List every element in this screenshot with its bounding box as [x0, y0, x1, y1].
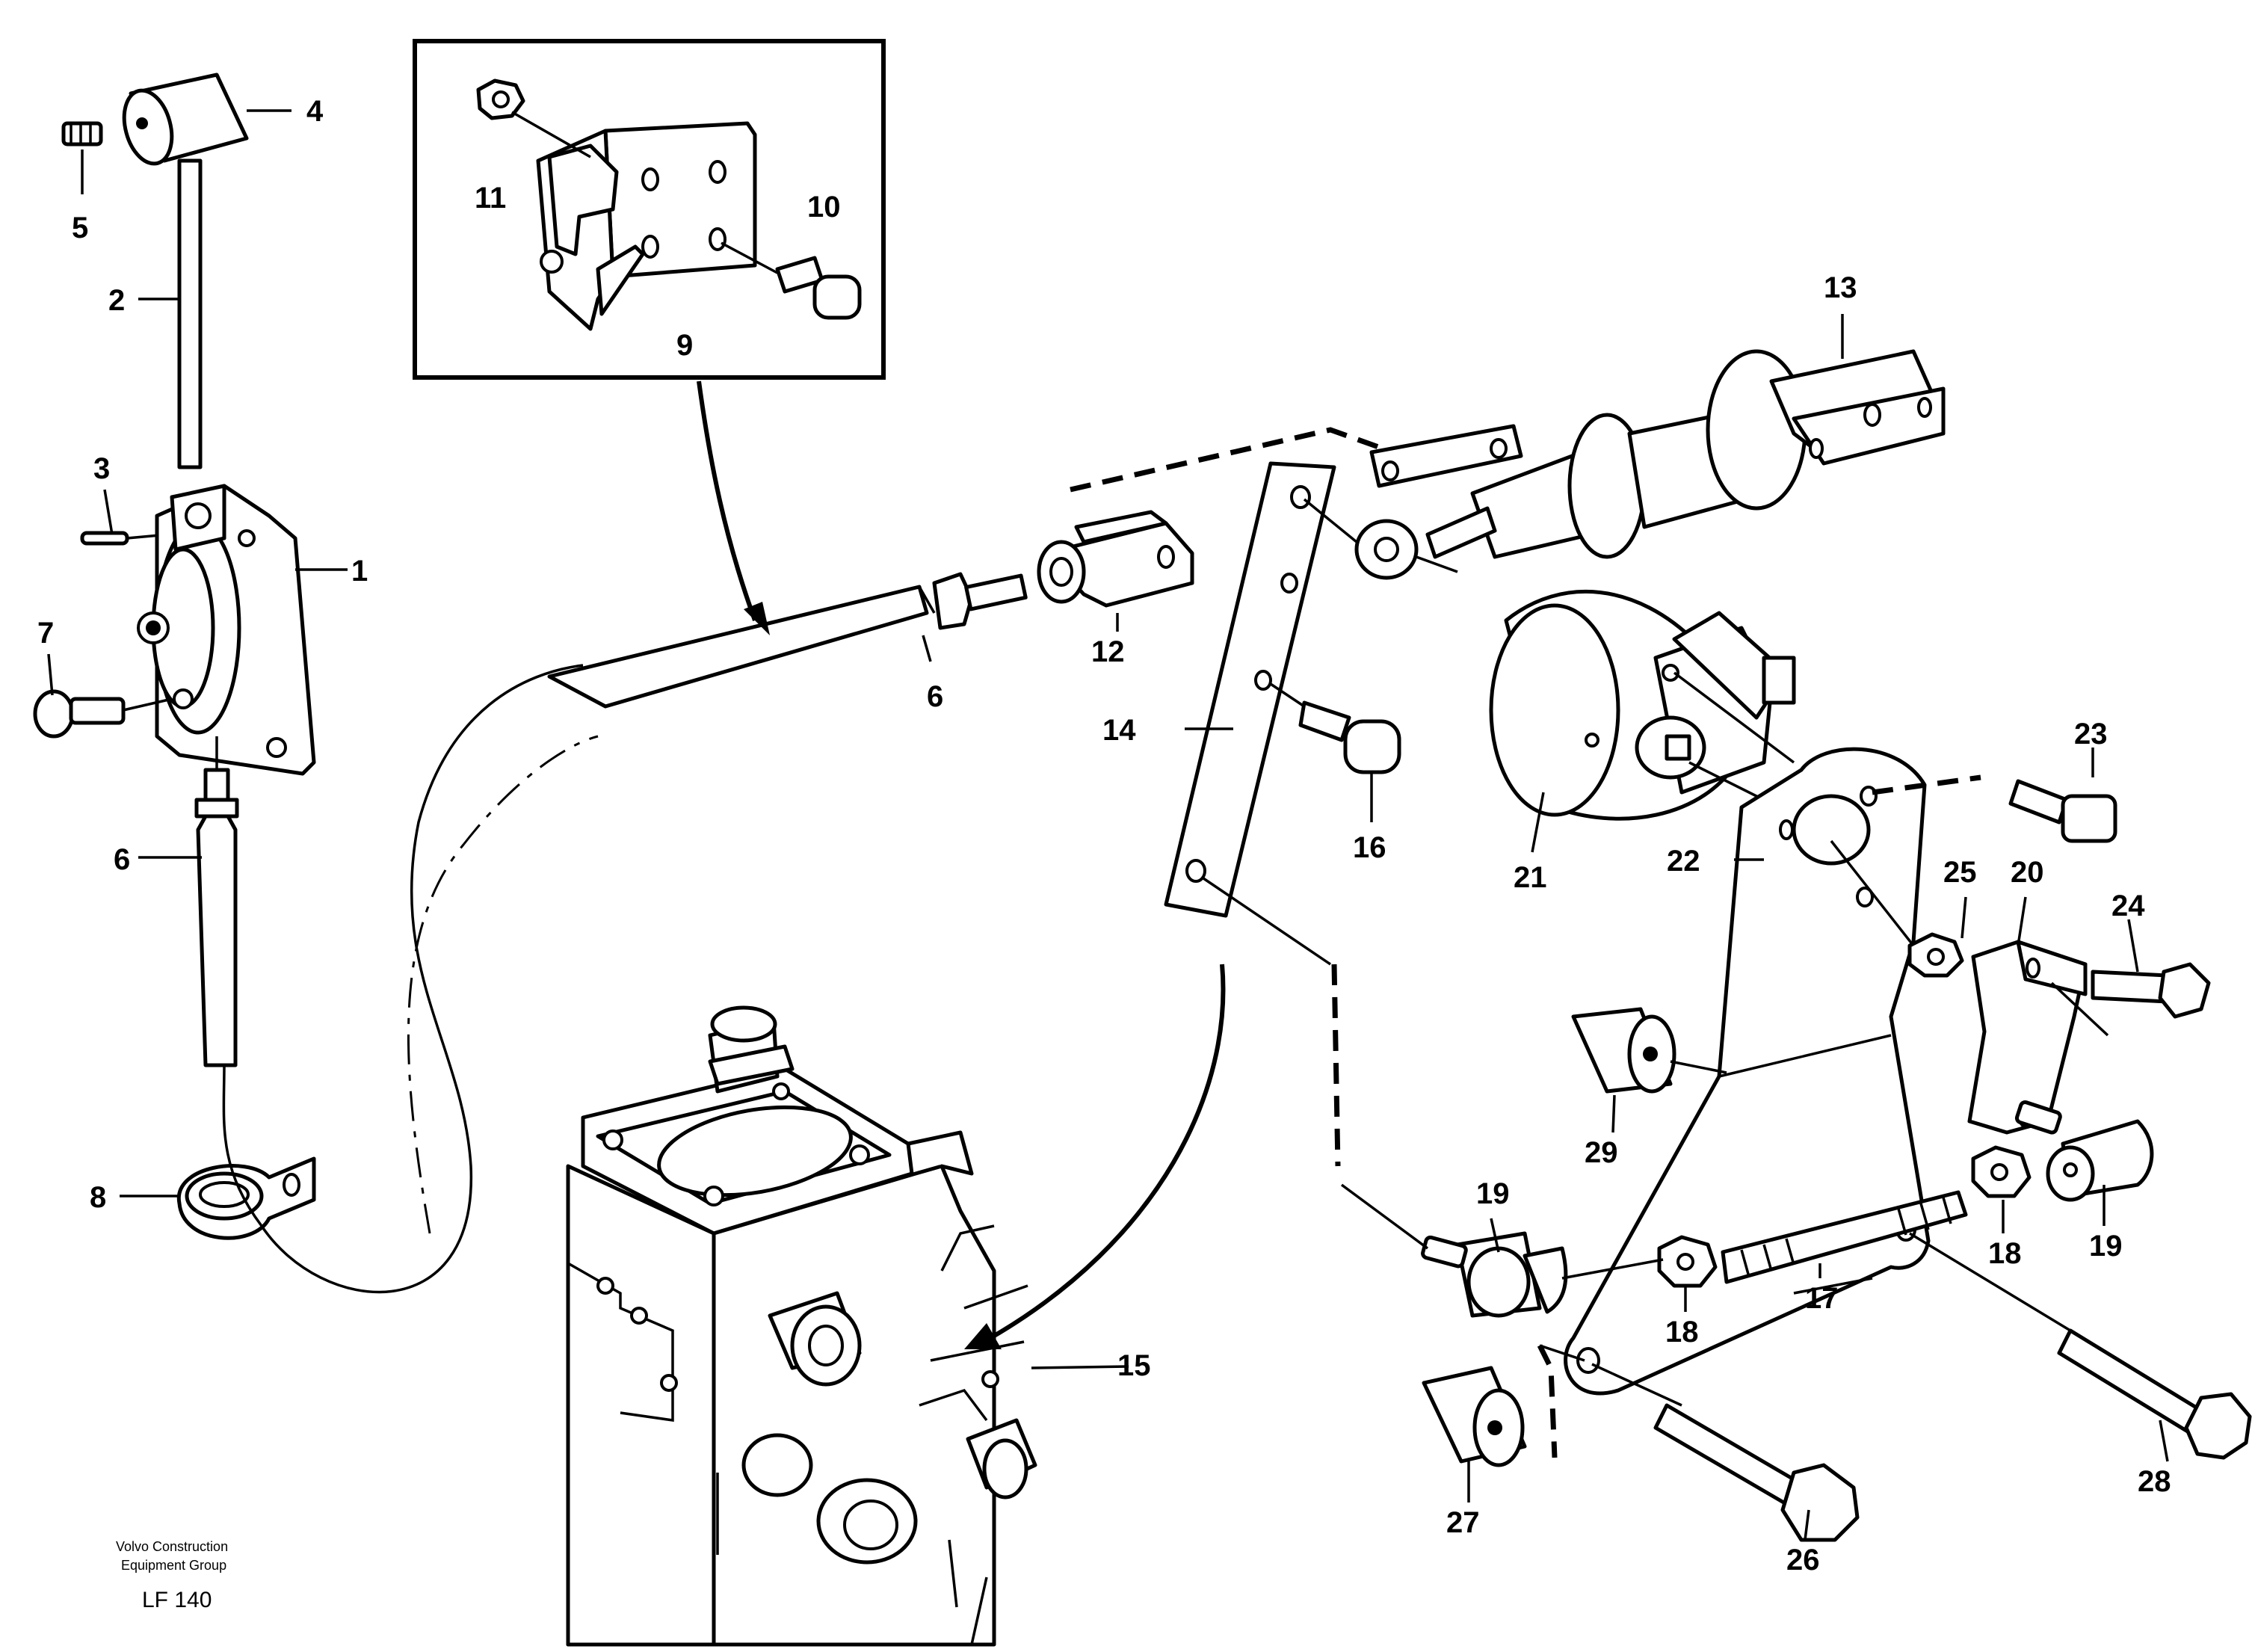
callout-8: 8 — [90, 1181, 106, 1214]
callout-21: 21 — [1514, 861, 1547, 894]
bolt-part-28 — [1909, 1232, 2252, 1460]
leader-14-lower — [1203, 877, 1331, 966]
callout-25: 25 — [1943, 856, 1977, 889]
leader-17-right — [1793, 1277, 1873, 1295]
leader-19-left — [1340, 1183, 1429, 1250]
callout-19-left: 19 — [1476, 1177, 1510, 1210]
bolt-part-7 — [33, 689, 173, 739]
callout-2: 2 — [108, 284, 125, 317]
dashed-link-fork — [1070, 427, 1384, 493]
callout-14: 14 — [1102, 714, 1136, 747]
cable-nut — [932, 572, 974, 630]
bolt-part-10 — [721, 241, 862, 320]
cable-loop — [222, 664, 584, 1294]
callout-12: 12 — [1091, 635, 1125, 668]
rod-part-2 — [177, 158, 203, 469]
fork-part-12 — [1037, 510, 1194, 608]
solenoid-part-21 — [1489, 589, 1832, 835]
set-screw-part-5 — [61, 121, 103, 147]
nut-part-18-right — [1971, 1145, 2032, 1198]
nut-part-25-hole — [1927, 948, 1945, 966]
callout-1: 1 — [351, 555, 368, 588]
dashed-link-lever — [1331, 964, 1341, 1167]
knob-part-4 — [122, 73, 249, 166]
callout-24: 24 — [2111, 890, 2145, 922]
lever-part-14 — [1164, 461, 1336, 918]
ball-joint-part-19-left — [1421, 1231, 1664, 1318]
callout-15: 15 — [1117, 1349, 1151, 1382]
spacer-part-29 — [1571, 1007, 1727, 1094]
nut-part-11 — [476, 78, 591, 158]
leader-25-to-22 — [1830, 839, 1915, 947]
callout-9: 9 — [676, 329, 693, 362]
cylinder-part-13 — [1303, 349, 1946, 580]
bolt-part-23 — [1872, 774, 2117, 843]
callout-3: 3 — [93, 452, 110, 485]
detail-inset — [413, 39, 886, 380]
bolt-part-16 — [1270, 682, 1401, 774]
ball-joint-part-19-right — [2014, 1100, 2154, 1202]
callout-28: 28 — [2138, 1465, 2171, 1498]
drawing-code: LF 140 — [142, 1588, 212, 1612]
cable-part-6-upper — [547, 585, 929, 709]
push-cable-assembly — [547, 427, 1384, 709]
housing-part-1 — [137, 484, 316, 776]
callout-22: 22 — [1667, 845, 1700, 878]
stud-part-17 — [1721, 1190, 1968, 1284]
callout-5: 5 — [72, 212, 88, 244]
company-line-1: Volvo Construction — [116, 1539, 228, 1554]
dashed-link-27 — [1537, 1344, 1558, 1458]
callout-27: 27 — [1446, 1506, 1480, 1539]
callout-6-center: 6 — [927, 680, 943, 713]
callout-18-left: 18 — [1665, 1316, 1699, 1349]
company-line-2: Equipment Group — [121, 1558, 226, 1573]
callout-7: 7 — [37, 617, 54, 650]
callout-13: 13 — [1824, 271, 1857, 304]
clamp-part-8 — [176, 1156, 316, 1240]
spacer-part-27 — [1422, 1366, 1527, 1467]
callout-11: 11 — [475, 182, 506, 215]
callout-10: 10 — [807, 191, 841, 224]
callout-17: 17 — [1805, 1282, 1839, 1315]
pointer-arrows — [697, 380, 1226, 1349]
callout-6-left: 6 — [114, 843, 130, 876]
callout-26: 26 — [1786, 1544, 1820, 1577]
cable-thread — [964, 573, 1028, 611]
lever-assembly — [33, 73, 584, 1294]
nut-part-18-left — [1657, 1235, 1718, 1288]
bracket-plate-part-9 — [536, 121, 757, 331]
bolt-part-24 — [2091, 962, 2211, 1019]
callout-labels: 4 5 2 3 1 7 6 8 11 10 9 6 12 14 13 16 21… — [37, 95, 2171, 1577]
callout-18-right: 18 — [1988, 1237, 2022, 1270]
callout-19-right: 19 — [2089, 1230, 2123, 1263]
callout-leaders — [47, 109, 2169, 1541]
leader-dashed-22 — [1539, 1344, 1585, 1362]
block-part-20 — [1967, 940, 2109, 1135]
cable-part-6-lower — [194, 736, 239, 1067]
callout-29: 29 — [1585, 1136, 1618, 1169]
callout-20: 20 — [2011, 856, 2044, 889]
cable-route-dash — [407, 735, 599, 1234]
bolt-part-26 — [1591, 1363, 1860, 1542]
footer-block: Volvo Construction Equipment Group LF 14… — [116, 1539, 228, 1612]
callout-16: 16 — [1353, 831, 1386, 864]
injection-pump-part-15 — [566, 1005, 1129, 1647]
callout-23: 23 — [2074, 718, 2108, 751]
callout-4: 4 — [306, 95, 324, 128]
